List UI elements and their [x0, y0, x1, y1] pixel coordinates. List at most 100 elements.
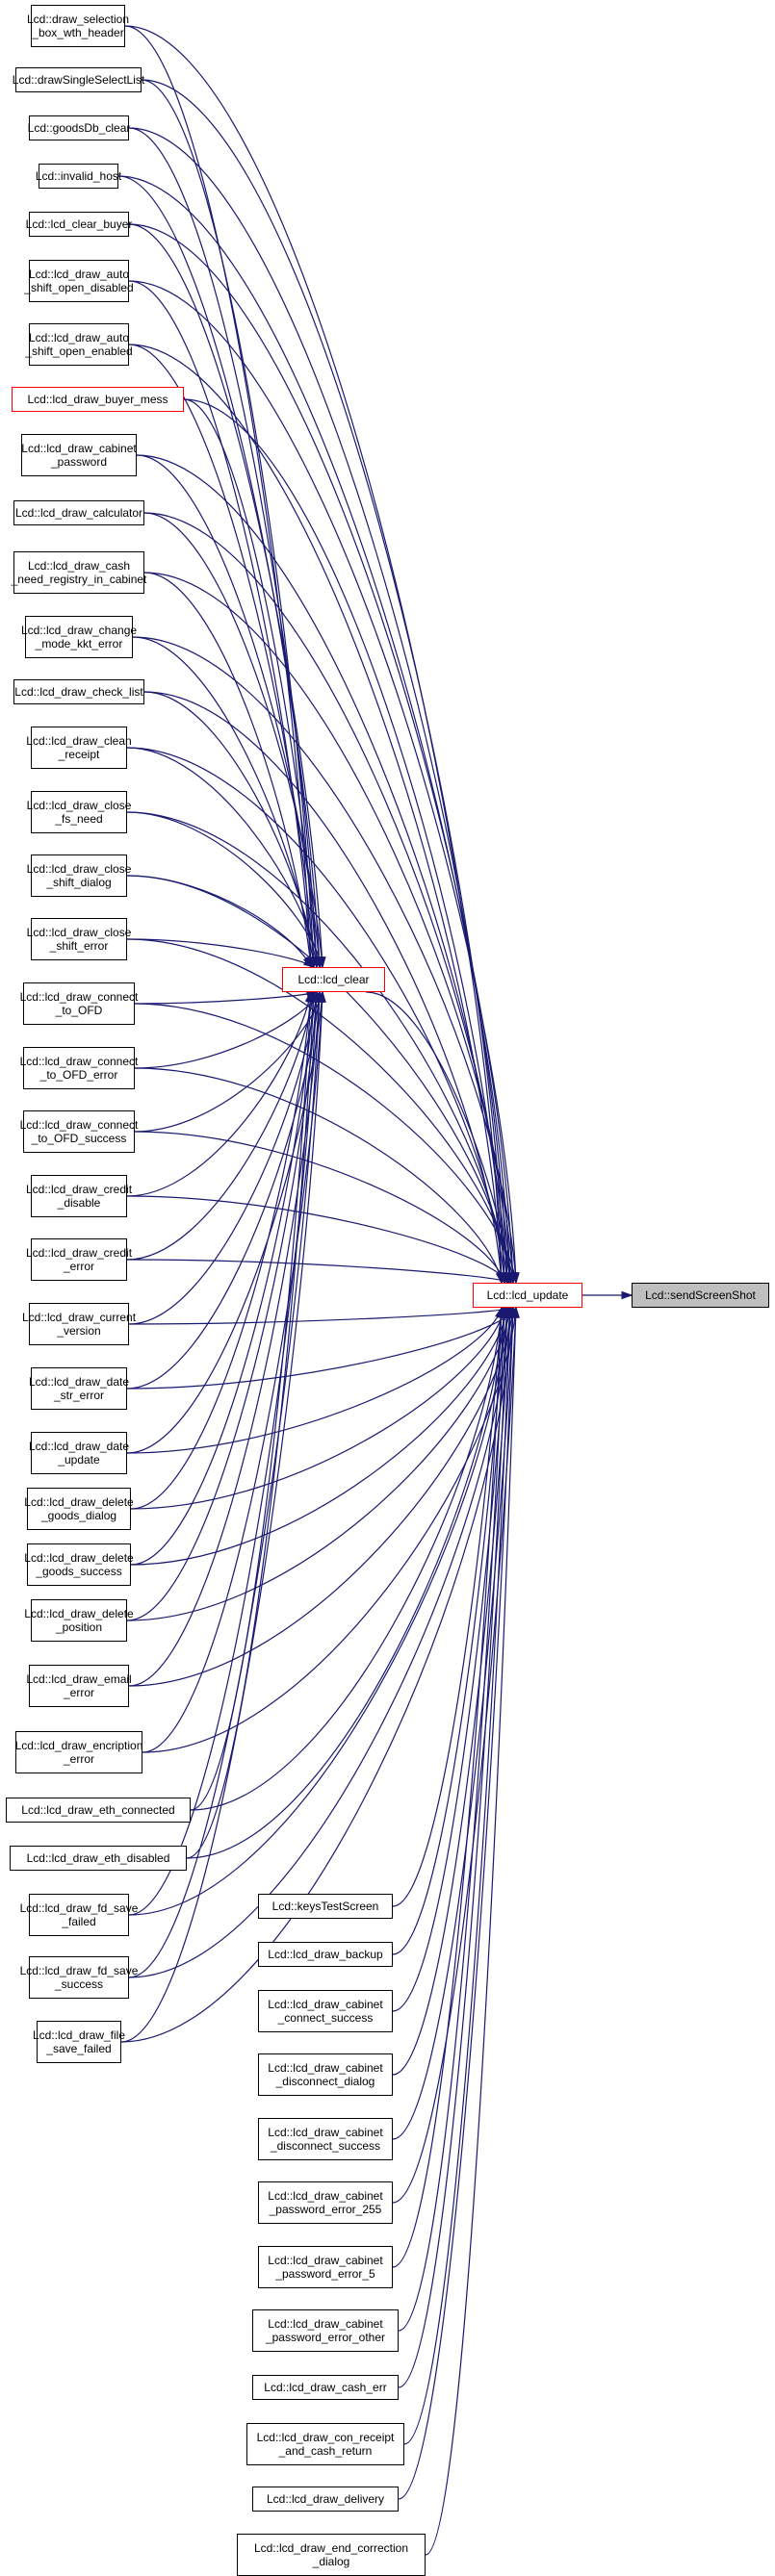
- node-lcd-draw-cash-err[interactable]: Lcd::lcd_draw_cash_err: [252, 2375, 399, 2400]
- edge-lcd-clear-buyer-to-lcd-clear: [128, 223, 323, 968]
- node-lcd-draw-close-shift-dialog[interactable]: Lcd::lcd_draw_close _shift_dialog: [27, 854, 131, 897]
- node-lcd-draw-close-fs-need[interactable]: Lcd::lcd_draw_close _fs_need: [27, 791, 131, 833]
- edge-lcd-draw-date-str-error-to-lcd-clear: [126, 991, 321, 1390]
- node-lcd-draw-backup[interactable]: Lcd::lcd_draw_backup: [258, 1942, 393, 1967]
- node-lcd-draw-date-str-error[interactable]: Lcd::lcd_draw_date _str_error: [29, 1367, 129, 1410]
- node-lcd-clear-buyer[interactable]: Lcd::lcd_clear_buyer: [26, 212, 132, 237]
- node-goodsdb-clear[interactable]: Lcd::goodsDb_clear: [28, 115, 130, 140]
- node-lcd-draw-cabinet-disconnect-dialog[interactable]: Lcd::lcd_draw_cabinet _disconnect_dialog: [258, 2053, 393, 2096]
- node-invalid-host[interactable]: Lcd::invalid_host: [36, 164, 121, 189]
- edge-drawsingleselectlist-to-lcd-update: [141, 79, 505, 1284]
- node-lcd-draw-current-version[interactable]: Lcd::lcd_draw_current _version: [22, 1303, 136, 1345]
- edge-lcd-draw-credit-error-to-lcd-update-arrowhead: [499, 1274, 512, 1284]
- edge-invalid-host-to-lcd-update: [117, 175, 511, 1284]
- node-lcd-draw-credit-disable[interactable]: Lcd::lcd_draw_credit _disable: [26, 1175, 132, 1217]
- edge-lcd-draw-con-receipt-and-cash-return-to-lcd-update: [403, 1307, 511, 2445]
- node-lcd-draw-con-receipt-and-cash-return[interactable]: Lcd::lcd_draw_con_receipt _and_cash_retu…: [246, 2423, 404, 2465]
- edge-lcd-draw-credit-error-to-lcd-update: [126, 1259, 511, 1284]
- node-lcd-draw-buyer-mess[interactable]: Lcd::lcd_draw_buyer_mess: [12, 387, 184, 412]
- node-lcd-draw-end-correction-dialog[interactable]: Lcd::lcd_draw_end_correction _dialog: [237, 2534, 426, 2576]
- edge-goodsdb-clear-to-lcd-clear: [128, 127, 318, 968]
- edge-lcd-draw-cabinet-password-error-other-to-lcd-update: [398, 1307, 505, 2332]
- edge-lcd-draw-close-shift-error-to-lcd-update: [126, 938, 514, 1284]
- node-lcd-draw-connect-to-ofd[interactable]: Lcd::lcd_draw_connect _to_OFD: [20, 982, 138, 1025]
- edge-lcd-draw-auto-shift-open-disabled-to-lcd-update: [128, 280, 517, 1284]
- edge-lcd-draw-calculator-to-lcd-clear: [143, 512, 323, 968]
- edge-draw-selection-box-wth-header-to-lcd-update: [124, 25, 503, 1284]
- edge-lcd-draw-date-str-error-to-lcd-update: [126, 1307, 517, 1390]
- node-lcd-draw-fd-save-failed[interactable]: Lcd::lcd_draw_fd_save _failed: [20, 1894, 138, 1936]
- node-lcd-draw-clean-receipt[interactable]: Lcd::lcd_draw_clean _receipt: [26, 727, 132, 769]
- node-lcd-draw-delivery[interactable]: Lcd::lcd_draw_delivery: [252, 2487, 399, 2512]
- node-lcd-draw-eth-disabled[interactable]: Lcd::lcd_draw_eth_disabled: [10, 1846, 187, 1871]
- edge-lcd-draw-cabinet-password-to-lcd-clear: [136, 454, 321, 968]
- edge-lcd-draw-close-fs-need-to-lcd-clear: [126, 811, 323, 968]
- node-lcd-draw-cabinet-disconnect-success[interactable]: Lcd::lcd_draw_cabinet _disconnect_succes…: [258, 2118, 393, 2160]
- node-lcd-draw-auto-shift-open-enabled[interactable]: Lcd::lcd_draw_auto _shift_open_enabled: [25, 323, 133, 366]
- edge-lcd-draw-fd-save-success-to-lcd-clear: [128, 991, 321, 1978]
- node-lcd-draw-change-mode-kkt-error[interactable]: Lcd::lcd_draw_change _mode_kkt_error: [21, 616, 137, 658]
- edge-lcd-draw-auto-shift-open-enabled-to-lcd-clear: [128, 344, 315, 968]
- edge-lcd-draw-current-version-to-lcd-update: [128, 1307, 514, 1325]
- edge-lcd-draw-connect-to-ofd-error-to-lcd-update: [134, 1067, 503, 1284]
- edge-lcd-draw-close-shift-error-to-lcd-clear: [126, 938, 315, 968]
- edge-lcd-draw-buyer-mess-to-lcd-update: [183, 398, 505, 1284]
- node-lcd-update[interactable]: Lcd::lcd_update: [473, 1283, 582, 1308]
- edge-lcd-clear-buyer-to-lcd-update: [128, 223, 514, 1284]
- node-lcd-draw-email-error[interactable]: Lcd::lcd_draw_email _error: [26, 1665, 132, 1707]
- edge-lcd-draw-connect-to-ofd-success-to-lcd-update: [134, 1131, 505, 1284]
- node-lcd-draw-delete-goods-dialog[interactable]: Lcd::lcd_draw_delete _goods_dialog: [24, 1488, 134, 1530]
- node-send-screenshot: Lcd::sendScreenShot: [632, 1283, 769, 1308]
- edge-lcd-draw-delete-goods-dialog-to-lcd-clear: [130, 991, 312, 1510]
- edge-lcd-draw-date-update-to-lcd-update: [126, 1307, 503, 1454]
- edge-lcd-draw-end-correction-dialog-to-lcd-update-arrowhead: [511, 1306, 520, 1318]
- edge-lcd-draw-cabinet-password-error-5-to-lcd-update: [392, 1307, 503, 2268]
- node-lcd-draw-connect-to-ofd-success[interactable]: Lcd::lcd_draw_connect _to_OFD_success: [20, 1110, 138, 1153]
- edge-lcd-clear-to-lcd-update-arrowhead: [505, 1272, 514, 1285]
- node-lcd-draw-cabinet-password-error-255[interactable]: Lcd::lcd_draw_cabinet _password_error_25…: [258, 2181, 393, 2224]
- node-draw-selection-box-wth-header[interactable]: Lcd::draw_selection _box_wth_header: [27, 5, 129, 47]
- node-lcd-draw-cash-need-registry-in-cabinet[interactable]: Lcd::lcd_draw_cash _need_registry_in_cab…: [12, 551, 146, 594]
- node-lcd-clear[interactable]: Lcd::lcd_clear: [282, 967, 385, 992]
- edge-lcd-draw-encription-error-to-lcd-clear: [142, 991, 323, 1753]
- node-drawsingleselectlist[interactable]: Lcd::drawSingleSelectList: [13, 67, 144, 92]
- edge-drawsingleselectlist-to-lcd-clear: [141, 79, 315, 968]
- edge-lcd-draw-fd-save-failed-to-lcd-update: [128, 1307, 508, 1916]
- node-lcd-draw-check-list[interactable]: Lcd::lcd_draw_check_list: [13, 679, 144, 704]
- node-lcd-draw-date-update[interactable]: Lcd::lcd_draw_date _update: [29, 1432, 129, 1474]
- edge-lcd-draw-close-shift-dialog-to-lcd-clear: [126, 875, 312, 968]
- edge-lcd-draw-eth-connected-to-lcd-clear: [190, 991, 312, 1811]
- node-keystestscreen[interactable]: Lcd::keysTestScreen: [258, 1894, 393, 1919]
- edge-lcd-draw-auto-shift-open-enabled-to-lcd-update: [128, 344, 503, 1284]
- edge-lcd-draw-credit-error-to-lcd-clear: [126, 991, 315, 1261]
- node-lcd-draw-cabinet-connect-success[interactable]: Lcd::lcd_draw_cabinet _connect_success: [258, 1990, 393, 2032]
- edge-lcd-draw-cash-err-to-lcd-update: [398, 1307, 508, 2388]
- node-lcd-draw-delete-goods-success[interactable]: Lcd::lcd_draw_delete _goods_success: [24, 1543, 134, 1586]
- node-lcd-draw-calculator[interactable]: Lcd::lcd_draw_calculator: [13, 500, 144, 525]
- edge-lcd-draw-connect-to-ofd-error-to-lcd-clear: [134, 991, 321, 1069]
- edge-goodsdb-clear-to-lcd-update: [128, 127, 508, 1284]
- node-lcd-draw-fd-save-success[interactable]: Lcd::lcd_draw_fd_save _success: [20, 1956, 138, 1999]
- edge-lcd-draw-delete-goods-dialog-to-lcd-update: [130, 1307, 505, 1510]
- node-lcd-draw-connect-to-ofd-error[interactable]: Lcd::lcd_draw_connect _to_OFD_error: [20, 1047, 138, 1089]
- edge-lcd-clear-to-lcd-update: [365, 991, 512, 1284]
- edge-lcd-draw-delivery-to-lcd-update: [398, 1307, 514, 2500]
- node-lcd-draw-cabinet-password-error-5[interactable]: Lcd::lcd_draw_cabinet _password_error_5: [258, 2246, 393, 2288]
- edge-lcd-draw-check-list-to-lcd-clear: [143, 691, 318, 968]
- node-lcd-draw-delete-position[interactable]: Lcd::lcd_draw_delete _position: [24, 1599, 134, 1642]
- node-lcd-draw-credit-error[interactable]: Lcd::lcd_draw_credit _error: [26, 1238, 132, 1281]
- node-lcd-draw-auto-shift-open-disabled[interactable]: Lcd::lcd_draw_auto _shift_open_disabled: [24, 260, 134, 302]
- edge-lcd-draw-change-mode-kkt-error-to-lcd-update: [132, 636, 517, 1284]
- edge-lcd-update-to-send-screenshot-arrowhead: [621, 1290, 633, 1300]
- node-lcd-draw-encription-error[interactable]: Lcd::lcd_draw_encription _error: [15, 1731, 142, 1773]
- node-lcd-draw-file-save-failed[interactable]: Lcd::lcd_draw_file _save_failed: [33, 2021, 125, 2063]
- edge-lcd-draw-file-save-failed-to-lcd-clear-arrowhead: [318, 990, 326, 1003]
- edge-lcd-draw-fd-save-success-to-lcd-update: [128, 1307, 511, 1978]
- edge-lcd-draw-close-shift-dialog-to-lcd-update: [126, 875, 511, 1284]
- node-lcd-draw-cabinet-password-error-other[interactable]: Lcd::lcd_draw_cabinet _password_error_ot…: [252, 2309, 399, 2352]
- node-lcd-draw-cabinet-password[interactable]: Lcd::lcd_draw_cabinet _password: [21, 434, 137, 476]
- edge-lcd-draw-current-version-to-lcd-clear: [128, 991, 318, 1325]
- node-lcd-draw-close-shift-error[interactable]: Lcd::lcd_draw_close _shift_error: [27, 918, 131, 960]
- node-lcd-draw-eth-connected[interactable]: Lcd::lcd_draw_eth_connected: [6, 1798, 191, 1823]
